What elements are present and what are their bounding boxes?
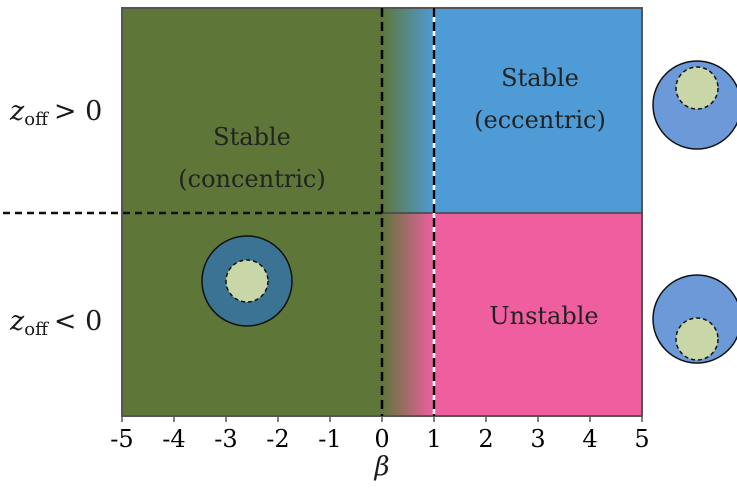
x-tick-label: -5 (110, 425, 133, 453)
x-axis-label: β (373, 452, 389, 482)
stable-concentric-label-line2: (concentric) (178, 165, 325, 193)
zoff-negative-label: zoff< 0 (9, 306, 102, 340)
x-tick-label: -2 (266, 425, 289, 453)
eccentric-up-droplet-icon (652, 60, 737, 150)
x-tick-label: 1 (426, 425, 441, 453)
concentric-droplet-icon (201, 235, 293, 327)
eccentric-down-droplet-icon (652, 274, 737, 364)
x-tick-label: 2 (478, 425, 493, 453)
x-tick-label: 0 (374, 425, 389, 453)
x-tick-label: -1 (318, 425, 341, 453)
transition-band-top (382, 8, 434, 213)
x-tick-label: -4 (162, 425, 185, 453)
x-tick-label: -3 (214, 425, 237, 453)
stable-eccentric-label-line2: (eccentric) (474, 106, 606, 134)
transition-band-bottom (382, 213, 434, 416)
x-axis-ticks: -5 -4 -3 -2 -1 0 1 2 3 4 5 (110, 416, 650, 453)
unstable-label: Unstable (489, 302, 598, 330)
stable-concentric-label-line1: Stable (213, 123, 291, 151)
x-tick-label: 4 (582, 425, 597, 453)
unstable-region (434, 213, 642, 416)
x-tick-label: 5 (634, 425, 649, 453)
x-tick-label: 3 (530, 425, 545, 453)
zoff-positive-label: zoff> 0 (9, 96, 102, 130)
stable-eccentric-label-line1: Stable (501, 64, 579, 92)
stable-eccentric-region (434, 8, 642, 213)
